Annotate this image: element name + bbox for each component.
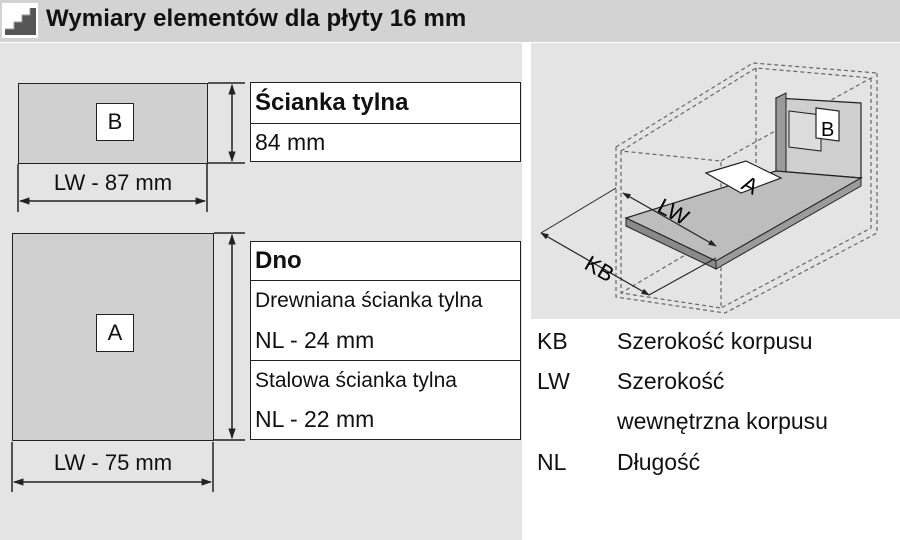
legend-desc-lw-line2: wewnętrzna korpusu xyxy=(617,408,828,434)
page-title: Wymiary elementów dla płyty 16 mm xyxy=(46,5,467,32)
header-bar xyxy=(0,0,900,42)
back-panel-table: Ścianka tylna 84 mm xyxy=(250,82,521,162)
illus-back-inner xyxy=(788,110,822,152)
bottom-panel-table-heading: Dno xyxy=(255,247,302,274)
legend-desc-lw-line1: Szerokość xyxy=(617,368,725,394)
legend-abbr-nl: NL xyxy=(537,449,567,475)
bottom-panel-letter: A xyxy=(96,314,134,352)
illus-letter-b-plate xyxy=(815,107,840,142)
illus-label-b: B xyxy=(821,119,834,141)
steel-back-value: NL - 22 mm xyxy=(255,406,375,432)
wooden-back-value: NL - 24 mm xyxy=(255,326,375,353)
steel-back-label: Stalowa ścianka tylna xyxy=(251,360,520,400)
legend-desc-nl: Długość xyxy=(617,449,701,475)
bottom-panel-table: Dno Drewniana ścianka tylna NL - 24 mm S… xyxy=(250,241,521,440)
illus-letter-a-plate xyxy=(704,160,783,194)
illus-label-kb: KB xyxy=(581,251,619,287)
legend-abbr-kb: KB xyxy=(537,328,568,354)
legend-desc-kb: Szerokość korpusu xyxy=(617,328,813,354)
wooden-back-label: Drewniana ścianka tylna xyxy=(251,280,520,320)
back-panel-table-value: 84 mm xyxy=(251,123,520,161)
bottom-panel-width-label: LW - 75 mm xyxy=(53,450,173,475)
bottom-panel-shape xyxy=(12,233,214,441)
back-panel-table-heading: Ścianka tylna xyxy=(255,89,409,116)
legend-abbr-lw: LW xyxy=(537,368,570,394)
stairs-icon xyxy=(2,3,38,38)
drawer-illustration: A B LW KB xyxy=(540,62,878,314)
back-panel-letter: B xyxy=(96,103,134,141)
back-panel-width-label: LW - 87 mm xyxy=(53,170,173,195)
